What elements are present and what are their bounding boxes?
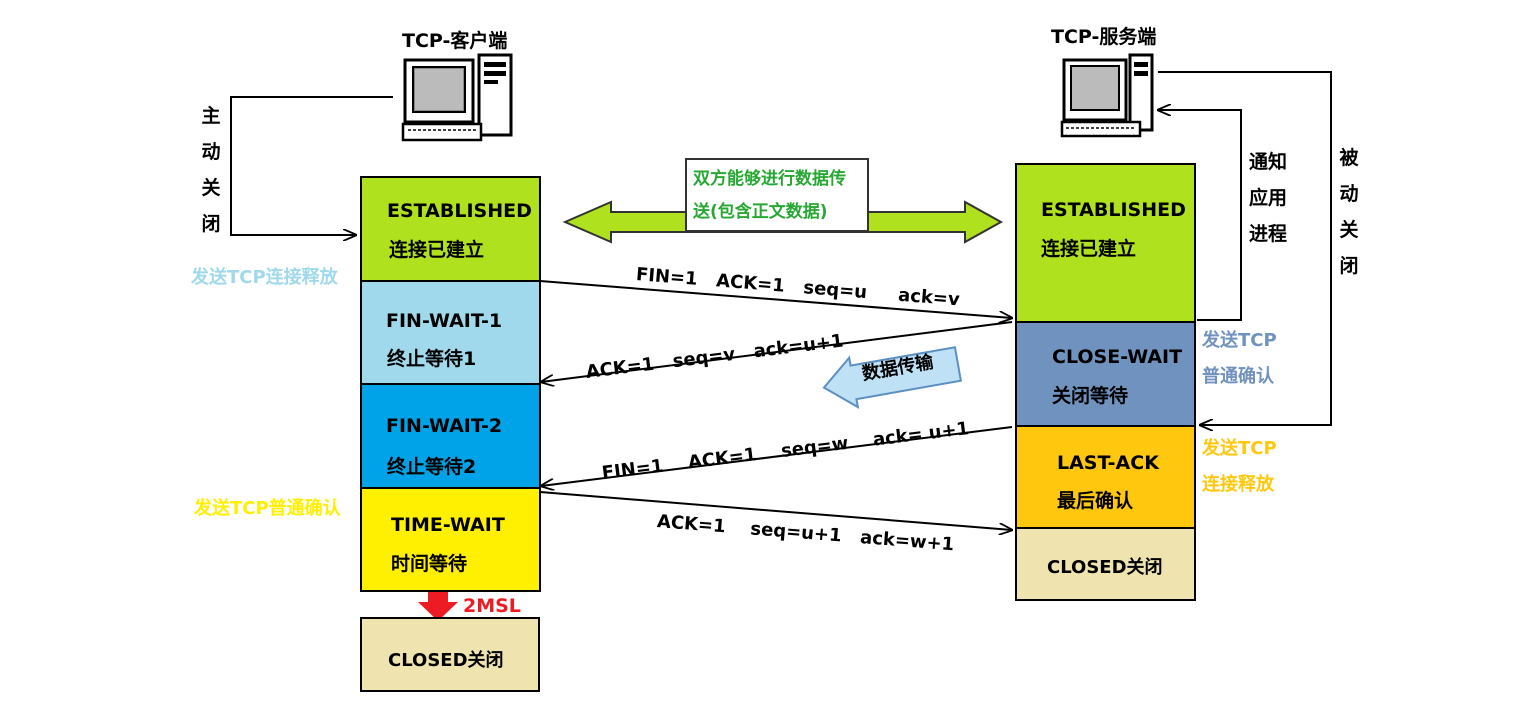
- server-notify-label: 通知 应用 进程: [1249, 151, 1288, 245]
- server-state-close-wait: CLOSE-WAIT 关闭等待: [1015, 321, 1196, 427]
- data-transfer-arrow: [822, 346, 963, 409]
- client-computer-icon: [401, 53, 513, 142]
- server-action-label: 被 动 关 闭: [1339, 147, 1359, 277]
- wait-2msl-label: 2MSL: [463, 595, 521, 617]
- client-state-fin-wait-2: FIN-WAIT-2 终止等待2: [360, 383, 541, 489]
- server-close-connector: [1158, 71, 1332, 425]
- client-state-time-wait: TIME-WAIT 时间等待: [360, 487, 541, 592]
- server-note-send-fin: 发送TCP 连接释放: [1202, 438, 1277, 495]
- client-state-closed: CLOSED关闭: [360, 617, 540, 692]
- client-state-fin-wait-1: FIN-WAIT-1 终止等待1: [360, 280, 541, 385]
- server-state-established: ESTABLISHED 连接已建立: [1015, 163, 1196, 323]
- message-arrow-2: [541, 321, 1013, 382]
- server-notify-connector: [1158, 110, 1242, 321]
- server-computer-icon: [1060, 53, 1154, 138]
- client-action-label: 主 动 关 闭: [201, 105, 221, 235]
- wait-2msl-arrow: [418, 588, 458, 621]
- server-state-closed: CLOSED关闭: [1015, 527, 1196, 601]
- message-arrow-1: [539, 280, 1012, 318]
- client-close-connector: [230, 96, 393, 235]
- server-title: TCP-服务端: [1051, 26, 1157, 48]
- message-arrow-4: [539, 491, 1012, 530]
- server-state-last-ack: LAST-ACK 最后确认: [1015, 425, 1196, 529]
- client-note-send-fin: 发送TCP连接释放: [191, 267, 338, 288]
- data-banner: 双方能够进行数据传 送(包含正文数据): [685, 158, 869, 232]
- message-arrow-3: [541, 426, 1013, 486]
- client-title: TCP-客户端: [402, 30, 508, 52]
- client-state-established: ESTABLISHED 连接已建立: [360, 176, 541, 282]
- client-note-send-ack: 发送TCP普通确认: [194, 498, 341, 519]
- server-note-send-ack: 发送TCP 普通确认: [1202, 330, 1277, 387]
